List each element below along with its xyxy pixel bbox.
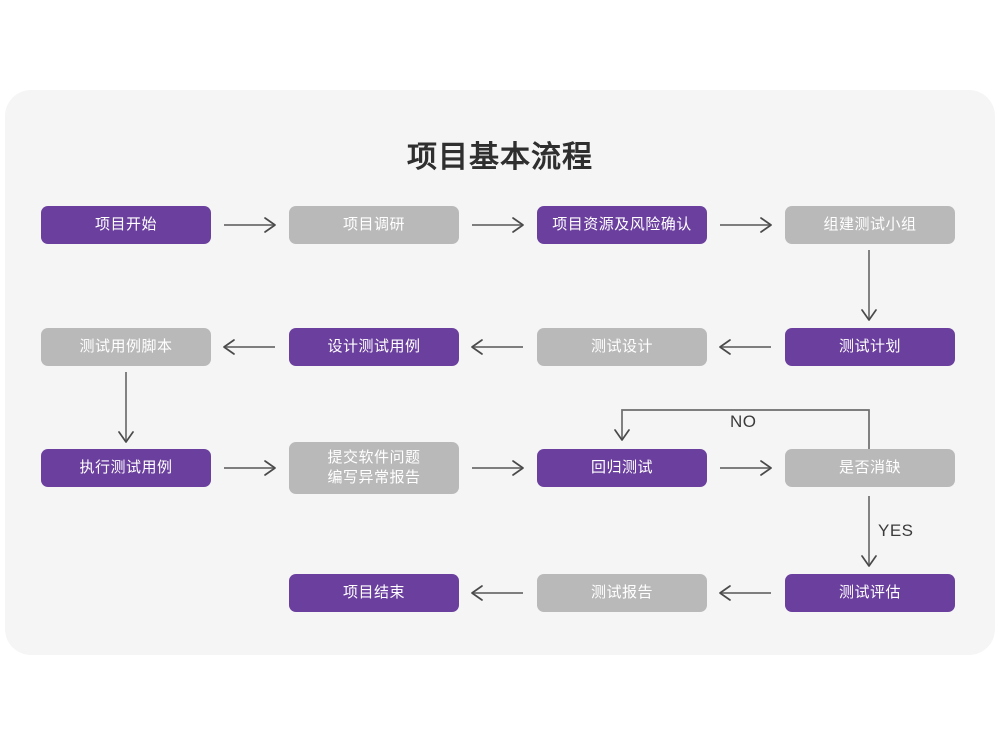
- node-label: 测试用例脚本: [79, 338, 173, 355]
- node-label: 组建测试小组: [823, 216, 917, 233]
- node-resource-risk-confirm[interactable]: 项目资源及风险确认: [537, 206, 707, 244]
- node-label: 提交软件问题 编写异常报告: [327, 449, 421, 486]
- edge-label-no: NO: [730, 412, 757, 431]
- edge-label-yes: YES: [878, 521, 914, 540]
- node-test-report[interactable]: 测试报告: [537, 574, 707, 612]
- node-label: 测试设计: [590, 338, 653, 355]
- node-label: 设计测试用例: [327, 338, 421, 355]
- node-test-design[interactable]: 测试设计: [537, 328, 707, 366]
- node-test-plan[interactable]: 测试计划: [785, 328, 955, 366]
- node-regression-test[interactable]: 回归测试: [537, 449, 707, 487]
- node-design-test-cases[interactable]: 设计测试用例: [289, 328, 459, 366]
- node-project-research[interactable]: 项目调研: [289, 206, 459, 244]
- node-test-evaluation[interactable]: 测试评估: [785, 574, 955, 612]
- node-label: 项目调研: [342, 216, 405, 233]
- node-defect-resolved-decision[interactable]: 是否消缺: [785, 449, 955, 487]
- node-test-case-script[interactable]: 测试用例脚本: [41, 328, 211, 366]
- node-label: 项目资源及风险确认: [552, 216, 692, 233]
- node-label: 项目结束: [342, 584, 405, 601]
- node-label: 测试计划: [838, 338, 901, 355]
- page-title: 项目基本流程: [407, 141, 593, 174]
- diagram-card: [5, 90, 995, 655]
- node-label: 项目开始: [94, 216, 157, 233]
- node-label: 执行测试用例: [79, 459, 173, 476]
- node-label: 测试评估: [838, 584, 901, 601]
- node-label: 是否消缺: [838, 459, 901, 476]
- node-project-end[interactable]: 项目结束: [289, 574, 459, 612]
- node-label: 回归测试: [590, 459, 653, 476]
- node-label: 测试报告: [590, 584, 653, 601]
- node-submit-issues-report[interactable]: 提交软件问题 编写异常报告: [289, 442, 459, 494]
- node-build-test-team[interactable]: 组建测试小组: [785, 206, 955, 244]
- node-project-start[interactable]: 项目开始: [41, 206, 211, 244]
- node-execute-test-cases[interactable]: 执行测试用例: [41, 449, 211, 487]
